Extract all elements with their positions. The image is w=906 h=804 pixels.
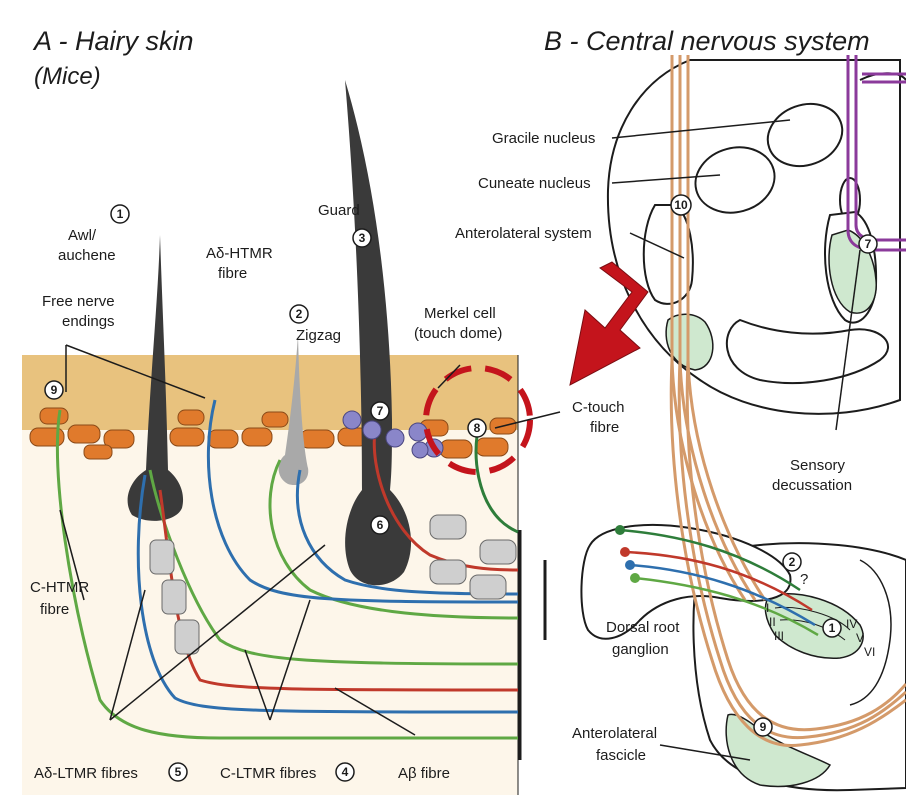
svg-text:8: 8: [474, 421, 481, 435]
guard-hair: [345, 80, 411, 585]
marker-9-cns: 9: [754, 718, 772, 736]
label-question: ?: [800, 571, 808, 588]
skin-panel: [22, 80, 518, 795]
svg-text:1: 1: [829, 621, 836, 635]
label-free-2: endings: [62, 313, 115, 330]
label-fascicle-2: fascicle: [596, 747, 646, 764]
lamina-label-5: V: [856, 631, 864, 645]
panel-a-title: A - Hairy skin: [32, 26, 194, 56]
svg-text:7: 7: [865, 237, 872, 251]
label-drg-1: Dorsal root: [606, 619, 680, 636]
svg-text:2: 2: [789, 555, 796, 569]
label-merkel-1: Merkel cell: [424, 305, 496, 322]
marker-10: 10: [671, 195, 691, 215]
label-ad-htmr-1: Aδ-HTMR: [206, 245, 273, 262]
marker-3: 3: [353, 229, 371, 247]
marker-9-skin: 9: [45, 381, 63, 399]
svg-text:6: 6: [377, 518, 384, 532]
label-ctouch-2: fibre: [590, 419, 619, 436]
label-ad-htmr-2: fibre: [218, 265, 247, 282]
svg-text:1: 1: [117, 207, 124, 221]
label-ad-ltmr: Aδ-LTMR fibres: [34, 765, 138, 782]
lamina-label-1: I: [766, 601, 769, 615]
svg-text:4: 4: [342, 765, 349, 779]
marker-8: 8: [468, 419, 486, 437]
marker-2-cns: 2: [783, 553, 801, 571]
lamina-label-2: II: [769, 615, 776, 629]
label-free-1: Free nerve: [42, 293, 115, 310]
lamina-label-3: III: [774, 629, 784, 643]
lamina-label-4: IV: [846, 617, 857, 631]
lamina-label-6: VI: [864, 645, 875, 659]
marker-7-cns: 7: [859, 235, 877, 253]
marker-2: 2: [290, 305, 308, 323]
svg-text:5: 5: [175, 765, 182, 779]
label-drg-2: ganglion: [612, 641, 669, 658]
svg-text:9: 9: [760, 720, 767, 734]
label-merkel-2: (touch dome): [414, 325, 502, 342]
label-sensory-2: decussation: [772, 477, 852, 494]
svg-text:10: 10: [674, 198, 688, 212]
label-chtmr-2: fibre: [40, 601, 69, 618]
label-cuneate: Cuneate nucleus: [478, 175, 591, 192]
svg-text:7: 7: [377, 404, 384, 418]
marker-5: 5: [169, 763, 187, 781]
label-guard: Guard: [318, 202, 360, 219]
marker-1: 1: [111, 205, 129, 223]
svg-text:3: 3: [359, 231, 366, 245]
label-c-ltmr: C-LTMR fibres: [220, 765, 316, 782]
label-awl-2: auchene: [58, 247, 116, 264]
label-zigzag: Zigzag: [296, 327, 341, 344]
label-anterolateral-system: Anterolateral system: [455, 225, 592, 242]
panel-b-title: B - Central nervous system: [544, 26, 870, 56]
label-gracile: Gracile nucleus: [492, 130, 595, 147]
label-awl-1: Awl/: [68, 227, 97, 244]
panel-a-subtitle: (Mice): [34, 63, 101, 90]
label-ab-fibre: Aβ fibre: [398, 765, 450, 782]
label-chtmr-1: C-HTMR: [30, 579, 89, 596]
marker-4: 4: [336, 763, 354, 781]
svg-text:2: 2: [296, 307, 303, 321]
marker-1-cns: 1: [823, 619, 841, 637]
marker-7-skin: 7: [371, 402, 389, 420]
label-sensory-1: Sensory: [790, 457, 846, 474]
label-fascicle-1: Anterolateral: [572, 725, 657, 742]
label-ctouch-1: C-touch: [572, 399, 625, 416]
marker-6: 6: [371, 516, 389, 534]
svg-text:9: 9: [51, 383, 58, 397]
